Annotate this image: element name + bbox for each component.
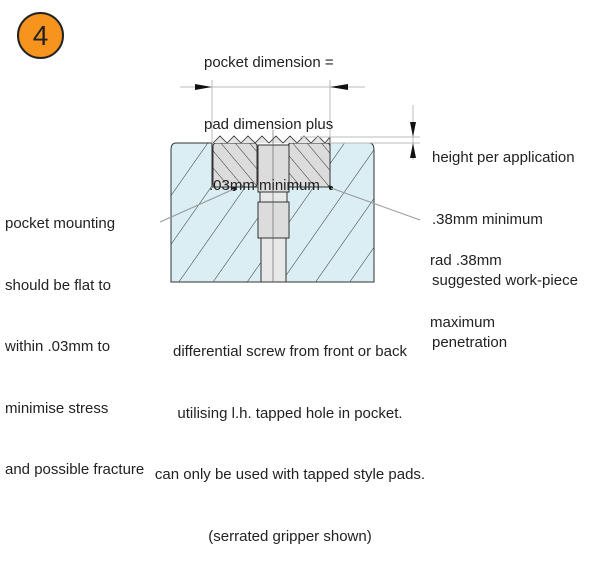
arrow-up-icon	[410, 143, 416, 158]
label-line: height per application	[432, 149, 575, 166]
caption-line: differential screw from front or back	[173, 343, 407, 360]
label-line: rad .38mm	[430, 252, 502, 269]
label-line: penetration	[432, 333, 508, 351]
screw-lower-thread	[257, 201, 290, 239]
label-line: suggested work-piece	[432, 272, 578, 289]
label-line: pocket dimension =	[204, 54, 334, 71]
serrated-teeth	[212, 135, 331, 144]
caption-line: (serrated gripper shown)	[208, 527, 372, 545]
pocket-dimension-label: pocket dimension = pad dimension plus .0…	[204, 12, 334, 217]
step-number: 4	[32, 19, 49, 51]
arrow-right-icon	[195, 84, 212, 90]
label-line: pocket mounting	[5, 215, 116, 232]
label-line: maximum	[430, 313, 496, 331]
caption: differential screw from front or back ut…	[90, 301, 490, 568]
height-label: height per application .38mm minimum sug…	[432, 107, 578, 374]
pocket-cross-section-diagram	[159, 80, 421, 283]
label-line: should be flat to	[5, 276, 111, 294]
step-number-badge: 4	[17, 12, 64, 59]
radius-label: rad .38mm maximum	[430, 210, 502, 354]
differential-screw	[257, 144, 290, 193]
label-line: within .03mm to	[5, 338, 111, 355]
arrow-left-icon	[330, 84, 348, 90]
arrow-down-icon	[410, 122, 416, 137]
label-line: .38mm minimum	[432, 210, 543, 228]
caption-line: utilising l.h. tapped hole in pocket.	[177, 404, 403, 422]
label-line: pad dimension plus	[204, 115, 334, 133]
label-line: .03mm minimum	[209, 177, 320, 194]
caption-line: can only be used with tapped style pads.	[154, 466, 426, 483]
